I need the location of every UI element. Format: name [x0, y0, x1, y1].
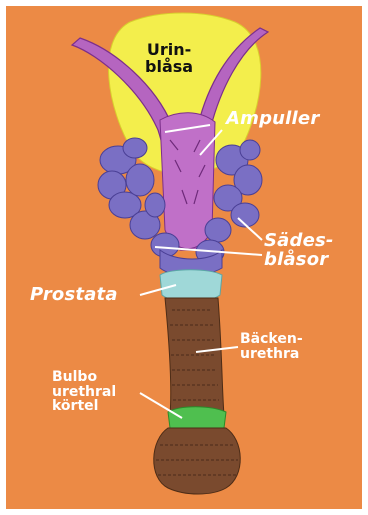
label-backenurethra: Bäcken- urethra — [240, 332, 303, 361]
label-sadesblasor: Sädes- blåsor — [264, 232, 334, 270]
label-urinblasa: Urin- blåsa — [145, 42, 193, 76]
urethral-bulb — [154, 428, 241, 494]
label-prostata: Prostata — [30, 286, 118, 305]
pelvic-urethra — [165, 298, 224, 415]
label-ampuller: Ampuller — [226, 110, 319, 129]
label-bulbourethral: Bulbo urethral körtel — [52, 370, 116, 414]
